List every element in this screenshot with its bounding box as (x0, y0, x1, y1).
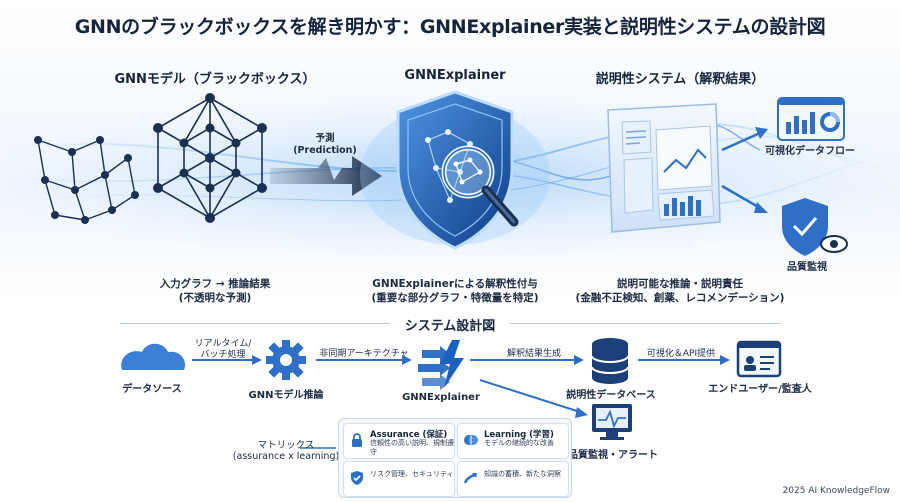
edge-label-visualization-api: 可視化＆API提供 (646, 349, 716, 359)
matrix-cell-desc: 信頼性の高い説明、規制遵守 (370, 439, 454, 456)
edge-label-interpretation: 解釈結果生成 (506, 349, 561, 359)
matrix-cell-title: Learning (学習) (484, 430, 554, 440)
node-quality-monitoring: 品質監視・アラート (568, 450, 658, 461)
lock-icon (352, 433, 362, 447)
gnn-caption-line1: 入力グラフ → 推論結果 (159, 278, 271, 290)
system-flow-graphics (121, 338, 782, 449)
page-title: GNNのブラックボックスを解き明かす：GNNExplainer実装と説明性システ… (74, 16, 826, 38)
brain-icon (464, 435, 478, 445)
system-caption-line1: 説明可能な推論・説明責任 (617, 278, 743, 290)
node-explainability-db: 説明性データベース (566, 390, 656, 401)
explainability-caption: 説明可能な推論・説明責任 (金融不正検知、創薬、レコメンデーション) (560, 277, 800, 305)
output-arrows (721, 127, 768, 213)
explainability-system-heading: 説明性システム（解釈結果） (595, 72, 765, 87)
quality-shield-eye-icon (782, 198, 848, 256)
matrix-cell-assurance: Assurance (保証) 信頼性の高い説明、規制遵守 (343, 423, 455, 459)
divider-right (510, 323, 780, 324)
explainer-caption-line2: (重要な部分グラフ・特徴量を特定) (371, 292, 539, 304)
gear-icon (266, 340, 306, 380)
matrix-label: マトリックス (assurance x learning) (228, 440, 344, 462)
dashboard-panels-icon (607, 103, 721, 233)
quality-monitoring-label: 品質監視 (787, 262, 827, 273)
database-icon (591, 338, 629, 384)
matrix-cell-desc: リスク管理、セキュリティ (370, 470, 454, 478)
edge-label-realtime-line2: バッチ処理 (200, 350, 246, 360)
gnnexplainer-caption: GNNExplainerによる解釈性付与 (重要な部分グラフ・特徴量を特定) (345, 277, 565, 305)
prediction-label: 予測 (Prediction) (285, 133, 365, 157)
matrix-cell-desc: モデルの継続的な改善 (484, 439, 554, 447)
gnn-model-caption: 入力グラフ → 推論結果 (不透明な予測) (120, 277, 310, 305)
system-caption-line2: (金融不正検知、創薬、レコメンデーション) (575, 292, 785, 304)
system-design-title: システム設計図 (404, 319, 496, 334)
node-gnnexplainer: GNNExplainer (402, 392, 480, 403)
matrix-label-line2: (assurance x learning) (232, 451, 340, 462)
node-gnn-inference: GNNモデル推論 (248, 390, 324, 401)
matrix-cell-learning: Learning (学習) モデルの継続的な改善 (457, 423, 569, 459)
monitor-alert-icon (592, 404, 632, 440)
visualization-dataflow-label: 可視化データフロー (765, 146, 855, 157)
gnn-caption-line2: (不透明な予測) (178, 292, 252, 304)
flow-arrows (192, 355, 730, 418)
gnnexplainer-shield-icon (360, 90, 550, 250)
prediction-arrow (270, 156, 382, 196)
cloud-icon (121, 343, 186, 370)
visualization-icon (777, 97, 845, 141)
prediction-label-line2: (Prediction) (293, 145, 357, 156)
edge-label-async: 非同期アーキテクチャ (319, 349, 409, 359)
input-graph-network (37, 139, 136, 221)
matrix-label-line1: マトリックス (257, 440, 315, 451)
shield-check-icon (351, 471, 363, 485)
explainer-caption-line1: GNNExplainerによる解釈性付与 (372, 278, 538, 290)
edge-label-realtime-line1: リアルタイム/ (194, 339, 252, 349)
matrix-cell-risk: リスク管理、セキュリティ (343, 461, 455, 497)
node-datasource: データソース (122, 384, 182, 395)
gnn-model-heading: GNNモデル（ブラックボックス） (114, 72, 316, 87)
prediction-label-line1: 予測 (315, 133, 335, 144)
trend-arrow-icon (463, 473, 477, 484)
matrix-cell-knowledge: 知識の蓄積、新たな洞察 (457, 461, 569, 497)
divider-left (120, 323, 390, 324)
edge-label-realtime: リアルタイム/ バッチ処理 (186, 339, 260, 361)
gnnexplainer-heading: GNNExplainer (404, 68, 506, 83)
top-diagram-graphics (0, 90, 900, 256)
async-explainer-icon (418, 340, 464, 390)
assurance-learning-matrix: Assurance (保証) 信頼性の高い説明、規制遵守 Learning (学… (338, 418, 572, 498)
node-end-user: エンドユーザー/監査人 (708, 384, 812, 395)
footer-credit: 2025 AI KnowledgeFlow (782, 486, 890, 496)
matrix-cell-desc: 知識の蓄積、新たな洞察 (484, 470, 561, 478)
user-screen-icon (736, 340, 782, 378)
matrix-cell-title: Assurance (保証) (370, 430, 448, 440)
